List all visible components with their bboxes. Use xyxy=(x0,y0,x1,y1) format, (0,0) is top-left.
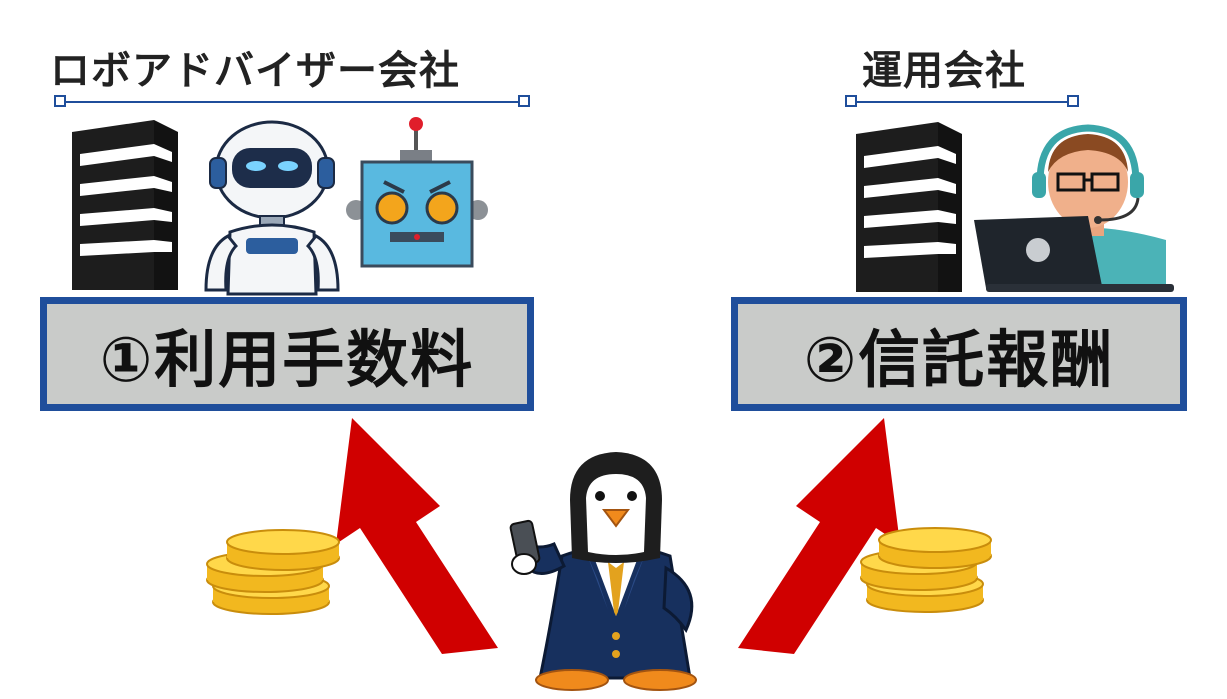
operator-with-laptop-icon xyxy=(974,124,1174,292)
usage-fee-box: ①利用手数料 xyxy=(40,297,534,411)
coins-icon xyxy=(206,529,340,615)
bracket-handle-right xyxy=(518,95,530,107)
blue-robot-icon xyxy=(346,117,488,268)
building-icon xyxy=(856,122,962,292)
right-heading: 運用会社 xyxy=(862,48,1026,94)
arrow-up-left-icon xyxy=(336,418,498,654)
penguin-businessman-with-phone-icon xyxy=(509,452,697,691)
bracket-line xyxy=(60,101,524,103)
building-icon xyxy=(72,120,178,290)
arrow-up-right-icon xyxy=(738,418,900,654)
usage-fee-label: ①利用手数料 xyxy=(99,323,475,396)
bracket-handle-left xyxy=(845,95,857,107)
bracket-line xyxy=(851,101,1073,103)
left-heading: ロボアドバイザー会社 xyxy=(50,48,460,94)
trust-fee-box: ②信託報酬 xyxy=(731,297,1187,411)
right-heading-bracket xyxy=(845,95,1079,109)
left-heading-bracket xyxy=(54,95,530,109)
bracket-handle-left xyxy=(54,95,66,107)
trust-fee-label: ②信託報酬 xyxy=(803,323,1115,396)
white-robot-icon xyxy=(204,120,340,296)
bracket-handle-right xyxy=(1067,95,1079,107)
coins-icon xyxy=(860,527,992,613)
